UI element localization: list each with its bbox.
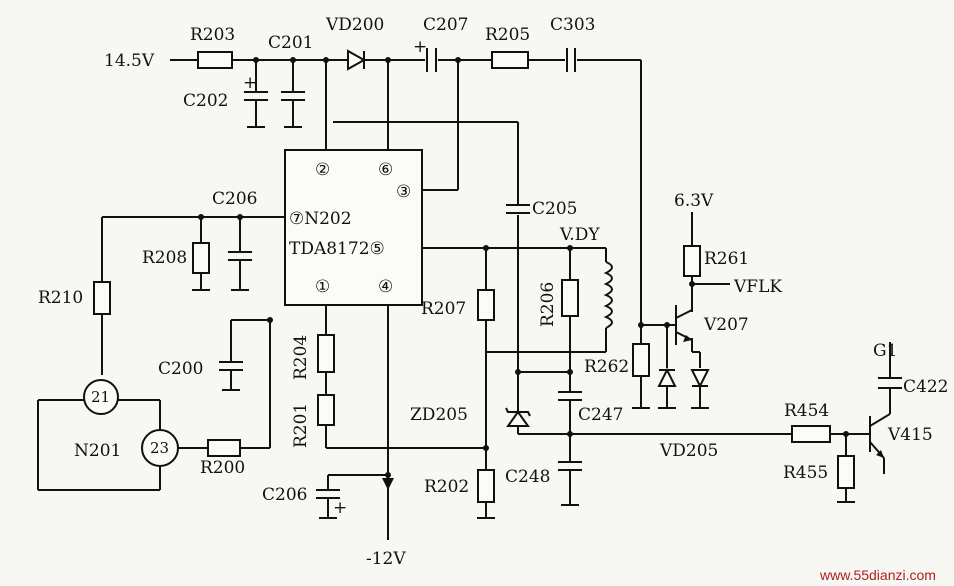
label-r205: R205 xyxy=(485,25,530,45)
watermark: www.55dianzi.com xyxy=(819,567,936,583)
diodes xyxy=(342,49,710,427)
label-r204: R204 xyxy=(291,335,311,380)
deflection-coil-vdy xyxy=(603,248,613,329)
component-labels: 14.5V R203 C201 VD200 C207 R205 C303 C20… xyxy=(38,15,948,569)
label-c202: C202 xyxy=(183,91,228,111)
capacitor-c202 xyxy=(244,91,268,101)
label-c422: C422 xyxy=(903,377,948,397)
label-c206-bottom: C206 xyxy=(262,485,307,505)
capacitor-c303 xyxy=(566,48,576,72)
capacitor-c200 xyxy=(219,361,243,371)
label-r206: R206 xyxy=(538,282,558,327)
label-n201: N201 xyxy=(74,441,121,461)
label-r262: R262 xyxy=(584,357,629,377)
label-r201: R201 xyxy=(291,403,311,448)
label-g1: G1 xyxy=(873,341,897,361)
capacitor-c422 xyxy=(878,377,902,389)
pin-2-label: ② xyxy=(315,160,330,180)
transistor-v415 xyxy=(869,413,891,459)
label-r210: R210 xyxy=(38,288,83,308)
ic-n202-body xyxy=(284,149,423,306)
capacitor-c247 xyxy=(558,391,582,401)
resistor-r205 xyxy=(491,51,529,69)
label-v207: V207 xyxy=(703,315,749,335)
capacitor-c201 xyxy=(281,91,305,101)
resistor-r203 xyxy=(197,51,233,69)
n201-pin-23: 23 xyxy=(150,439,169,457)
label-r202: R202 xyxy=(424,477,469,497)
label-r203: R203 xyxy=(190,25,235,45)
resistor-r208 xyxy=(192,242,210,274)
diode-vd200 xyxy=(342,49,372,71)
pin-6-label: ⑥ xyxy=(378,160,393,180)
label-c200: C200 xyxy=(158,359,203,379)
resistor-r206 xyxy=(561,279,579,317)
resistor-r204 xyxy=(317,334,335,373)
polarity-plus-c207: + xyxy=(413,37,427,57)
label-c205: C205 xyxy=(532,199,577,219)
diode-right-v207 xyxy=(690,369,710,389)
label-v415: V415 xyxy=(887,425,933,445)
capacitor-c207 xyxy=(426,48,437,72)
resistor-r202 xyxy=(477,469,495,503)
polarity-plus-c202: + xyxy=(243,73,257,93)
label-r207: R207 xyxy=(421,299,466,319)
resistor-r455 xyxy=(837,455,855,489)
label-n202: ⑦N202 xyxy=(289,209,352,229)
wiring xyxy=(37,59,891,540)
capacitor-c248 xyxy=(558,461,582,471)
label-r261: R261 xyxy=(704,249,749,269)
capacitors xyxy=(219,48,902,499)
capacitor-c206-bottom xyxy=(316,489,340,499)
label-minus-12v: -12V xyxy=(366,549,406,569)
pin-4-label: ④ xyxy=(378,277,393,297)
capacitor-c206-top xyxy=(228,251,252,261)
polarity-plus-c206-bottom: + xyxy=(333,498,347,518)
capacitor-c205 xyxy=(506,204,530,214)
supply-arrow-icon xyxy=(382,478,394,490)
transistor-v207 xyxy=(675,305,693,345)
label-c247: C247 xyxy=(578,405,623,425)
resistor-r210 xyxy=(93,281,111,315)
ic-pin-labels: ② ⑥ ③ ① ④ 21 23 xyxy=(91,160,411,457)
label-tda8172: TDA8172⑤ xyxy=(289,239,385,259)
label-zd205: ZD205 xyxy=(410,405,468,425)
diode-left-v207 xyxy=(657,367,677,387)
label-c207: C207 xyxy=(423,15,468,35)
resistor-r207 xyxy=(477,289,495,321)
n201-pin-21: 21 xyxy=(91,388,110,406)
zener-diode-zd205 xyxy=(505,407,531,427)
n201-connector xyxy=(83,379,179,467)
label-vflk: VFLK xyxy=(733,277,782,297)
label-14-5v: 14.5V xyxy=(104,51,155,71)
resistors xyxy=(93,51,855,503)
label-r200: R200 xyxy=(200,458,245,478)
resistor-r261 xyxy=(683,245,701,277)
label-6-3v: 6.3V xyxy=(674,191,714,211)
label-r454: R454 xyxy=(784,401,829,421)
label-r455: R455 xyxy=(783,463,828,483)
label-c206-top: C206 xyxy=(212,189,257,209)
junction-dots xyxy=(198,57,849,478)
pin-3-label: ③ xyxy=(396,182,411,202)
label-c201: C201 xyxy=(268,33,313,53)
label-c303: C303 xyxy=(550,15,595,35)
label-vdy: V.DY xyxy=(559,225,600,245)
label-r208: R208 xyxy=(142,248,187,268)
pin-1-label: ① xyxy=(315,277,330,297)
resistor-r454 xyxy=(791,425,831,443)
resistor-r201 xyxy=(317,394,335,426)
resistor-r262 xyxy=(632,343,650,377)
label-c248: C248 xyxy=(505,467,550,487)
resistor-r200 xyxy=(207,439,241,457)
label-vd200: VD200 xyxy=(325,15,384,35)
label-vd205: VD205 xyxy=(659,441,718,461)
